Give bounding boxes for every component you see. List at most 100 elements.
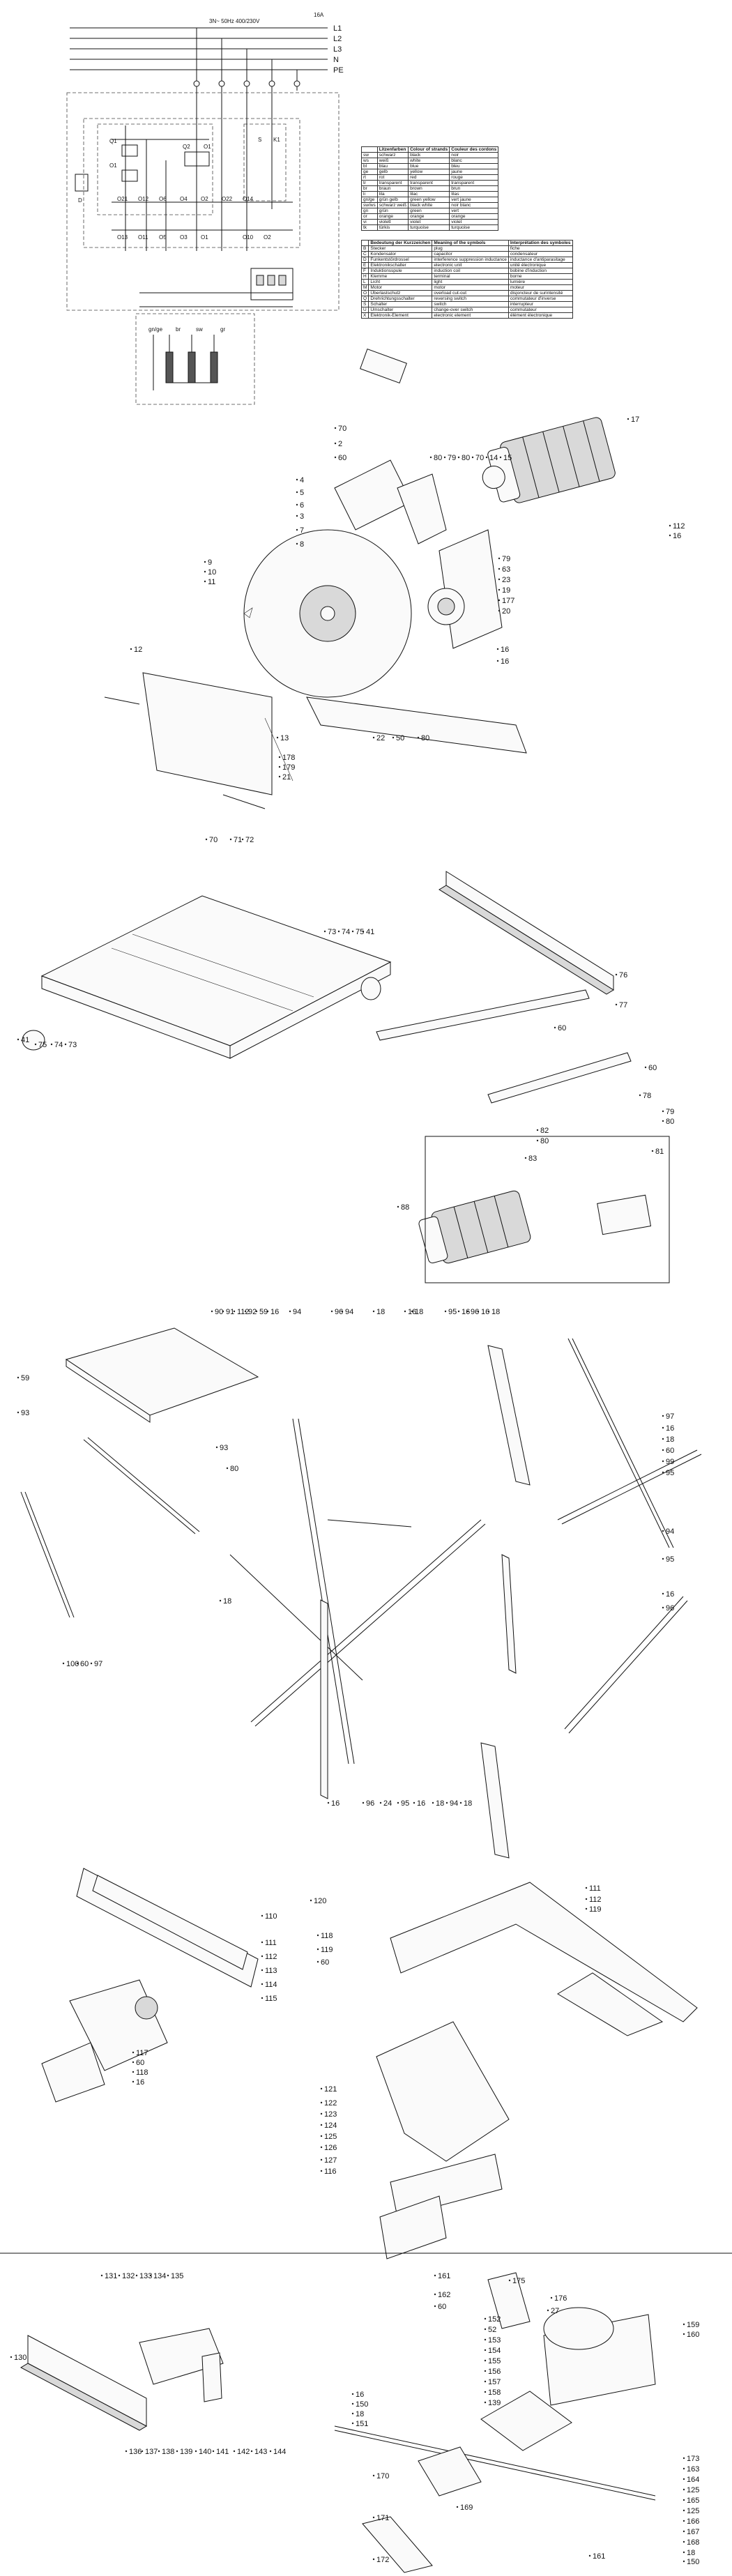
leader-dot: [244, 1310, 247, 1313]
leader-dot: [317, 1948, 319, 1951]
part-number-label: 132: [122, 2272, 135, 2280]
part-number-label: 17: [631, 416, 639, 424]
part-number-label: 125: [687, 2486, 699, 2494]
symbol-cell: Überlastschutz: [368, 290, 433, 296]
part-number-label: 18: [223, 1597, 231, 1606]
leader-dot: [135, 2274, 138, 2277]
part-number-label: 76: [619, 971, 627, 980]
schematic-label: O21: [117, 196, 128, 202]
color-cell: schwarz weiß: [376, 202, 409, 208]
leader-dot: [662, 1557, 664, 1560]
part-number-label: 111: [589, 1884, 601, 1893]
part-number-label: 165: [687, 2497, 699, 2505]
color-cell: brown: [408, 185, 450, 192]
part-number-label: 178: [282, 754, 295, 762]
part-number-label: 99: [666, 1458, 674, 1466]
line-label: N: [333, 56, 339, 64]
color-cell: tr: [361, 180, 378, 186]
leader-dot: [429, 456, 432, 459]
leader-dot: [278, 775, 281, 778]
leader-dot: [651, 1150, 654, 1152]
part-number-label: 59: [21, 1374, 29, 1382]
color-cell: br: [361, 185, 378, 192]
part-number-label: 126: [324, 2144, 337, 2152]
leader-dot: [498, 578, 501, 581]
part-number-label: 96: [471, 1308, 479, 1316]
part-number-label: 113: [265, 1967, 277, 1975]
color-cell: noir: [449, 152, 499, 158]
leader-dot: [266, 1310, 269, 1313]
leader-dot: [413, 1801, 415, 1804]
color-cell: lilas: [449, 191, 499, 197]
part-number-label: 16: [501, 646, 509, 654]
leader-dot: [496, 660, 499, 662]
part-number-label: 15: [503, 454, 512, 462]
symbol-cell: borne: [508, 273, 573, 280]
symbol-cell: induction coil: [432, 268, 509, 274]
leader-dot: [683, 2488, 685, 2491]
part-number-label: 171: [376, 2514, 389, 2522]
leader-dot: [444, 1310, 447, 1313]
color-cell: ge: [361, 169, 378, 175]
schematic-label: O11: [138, 234, 148, 241]
leader-dot: [683, 2467, 685, 2470]
part-number-label: 24: [383, 1799, 392, 1808]
color-cell: red: [408, 174, 450, 181]
part-number-label: 18: [415, 1308, 423, 1316]
part-number-label: 112: [673, 522, 685, 531]
part-number-label: 12: [134, 646, 142, 654]
symbol-cell: fiche: [508, 245, 573, 252]
col-header: Colour of strands: [408, 146, 450, 153]
color-cell: noir blanc: [449, 202, 499, 208]
leader-dot: [211, 1310, 213, 1313]
line-label: L2: [333, 35, 342, 43]
leader-dot: [477, 1310, 480, 1313]
leader-dot: [372, 2558, 375, 2561]
symbol-cell: unité électronique: [508, 262, 573, 268]
color-cell: violet: [408, 219, 450, 225]
schematic-label: O1: [109, 162, 117, 169]
symbol-cell: reversing switch: [432, 296, 509, 302]
symbol-cell: moteur: [508, 284, 573, 291]
part-number-label: 9: [208, 558, 212, 567]
motor-wire-label: gr: [220, 326, 225, 333]
part-number-label: 70: [475, 454, 484, 462]
color-cell: violett: [376, 219, 409, 225]
color-cell: gn: [361, 208, 378, 214]
leader-dot: [296, 528, 298, 531]
color-cell: orange: [376, 213, 409, 220]
leader-dot: [683, 2499, 685, 2501]
leader-dot: [269, 2450, 272, 2453]
part-number-label: 18: [491, 1308, 500, 1316]
part-number-label: 135: [171, 2272, 183, 2280]
leader-dot: [351, 930, 354, 933]
leader-dot: [397, 1205, 399, 1208]
color-cell: gn/ge: [361, 197, 378, 203]
color-cell: turquoise: [408, 224, 450, 231]
part-number-label: 121: [324, 2085, 337, 2094]
part-number-label: 155: [488, 2357, 501, 2365]
col-header: [360, 240, 369, 246]
leader-dot: [547, 2309, 549, 2312]
part-number-label: 95: [666, 1469, 674, 1477]
schematic-label: O22: [222, 196, 233, 202]
part-number-label: 16: [501, 657, 509, 666]
symbol-cell: electronic element: [432, 312, 509, 319]
part-number-label: 70: [338, 425, 346, 433]
color-cell: or: [361, 213, 378, 220]
leader-dot: [130, 648, 132, 650]
leader-dot: [372, 736, 375, 739]
line-label: L1: [333, 24, 342, 33]
part-number-label: 73: [68, 1041, 77, 1049]
part-number-label: 6: [300, 501, 304, 510]
part-number-label: 11: [208, 578, 215, 586]
part-number-label: 19: [502, 586, 510, 595]
part-number-label: 95: [401, 1799, 409, 1808]
